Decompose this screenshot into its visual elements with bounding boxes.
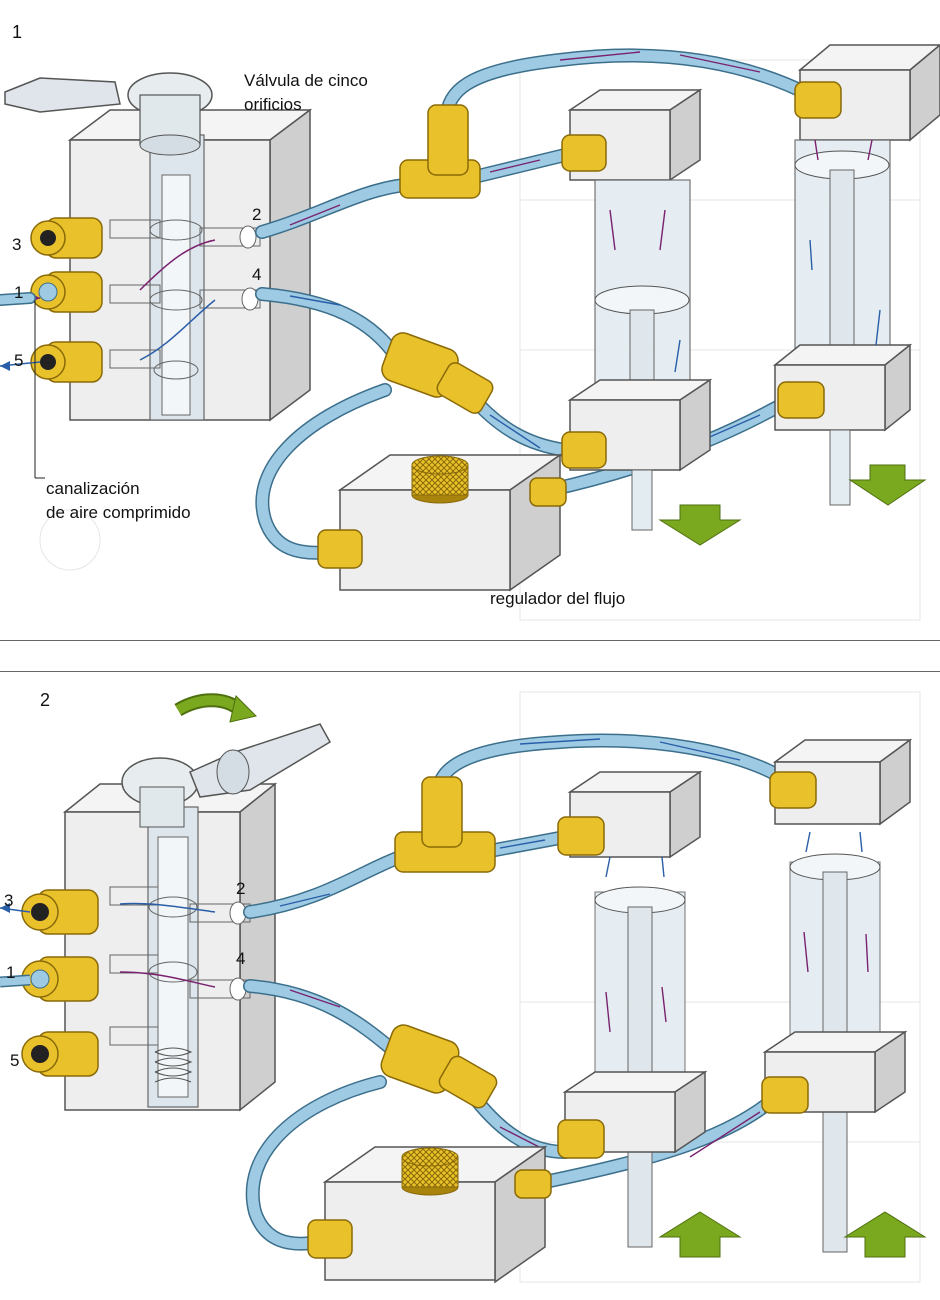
flow-regulator bbox=[307, 1145, 552, 1284]
piston-direction-arrow-down-b bbox=[848, 464, 927, 506]
lever-rotation-arrow bbox=[174, 693, 257, 723]
panel-divider bbox=[0, 640, 940, 672]
port-fitting-1 bbox=[21, 956, 99, 1002]
cylinder-a-bottom-fitting bbox=[561, 431, 607, 469]
panel-2-number: 2 bbox=[40, 690, 50, 710]
valve-lever-handle bbox=[4, 72, 213, 156]
air-line-label-line-1: canalización bbox=[46, 479, 140, 498]
five-port-valve-block bbox=[67, 108, 313, 422]
panel-2-cylinder-retract: 2 3 1 5 2 4 bbox=[0, 672, 940, 1300]
panel-1-number: 1 bbox=[12, 22, 22, 42]
label-leader-lines bbox=[34, 300, 45, 479]
cylinder-b-top-fitting bbox=[794, 81, 842, 119]
piston-direction-arrow-up-a bbox=[658, 1211, 742, 1258]
valve-internal-flow bbox=[0, 902, 216, 988]
port-fitting-3 bbox=[30, 217, 103, 259]
cylinder-b-bottom-fitting bbox=[761, 1076, 809, 1114]
outlet-label-2: 2 bbox=[252, 205, 261, 224]
outlet-label-4: 4 bbox=[252, 265, 261, 284]
port-label-1: 1 bbox=[14, 283, 23, 302]
cylinder-b-bottom-fitting bbox=[777, 381, 825, 419]
port-label-5: 5 bbox=[14, 351, 23, 370]
upper-tee-fitting bbox=[394, 776, 496, 873]
panel-1-drawing: 1 Válvula de cinco orificios 3 1 5 2 4 c… bbox=[0, 22, 940, 621]
cylinder-b-top-fitting bbox=[769, 771, 817, 809]
valve-label-line-1: Válvula de cinco bbox=[244, 71, 368, 90]
port-label-3: 3 bbox=[12, 235, 21, 254]
cylinder-a-top-fitting bbox=[557, 816, 605, 856]
port-fitting-1 bbox=[30, 271, 103, 313]
cylinder-b bbox=[772, 44, 940, 506]
outlet-label-4: 4 bbox=[236, 949, 245, 968]
piston-direction-arrow-up-b bbox=[843, 1211, 927, 1258]
cylinder-a-bottom-fitting bbox=[557, 1119, 605, 1159]
piston-direction-arrow-down-a bbox=[658, 504, 742, 546]
panel-2-drawing: 2 3 1 5 2 4 bbox=[0, 690, 927, 1284]
tube-flow-arrows bbox=[289, 51, 761, 451]
tube-flow-arrows bbox=[279, 738, 761, 1158]
air-line-label-line-2: de aire comprimido bbox=[46, 503, 191, 522]
lower-tee-fitting bbox=[380, 1024, 498, 1109]
upper-tee-fitting bbox=[399, 104, 481, 199]
port-fitting-5 bbox=[30, 341, 103, 383]
port-fitting-3 bbox=[21, 889, 99, 935]
port-label-1: 1 bbox=[6, 963, 15, 982]
flow-regulator bbox=[317, 453, 567, 592]
valve-lever-handle bbox=[121, 723, 332, 828]
lower-tee-fitting bbox=[381, 332, 494, 414]
panel-1-cylinder-extend: 1 Válvula de cinco orificios 3 1 5 2 4 c… bbox=[0, 0, 940, 640]
cylinder-a-top-fitting bbox=[561, 134, 607, 172]
port-label-3: 3 bbox=[4, 891, 13, 910]
cylinder-b bbox=[762, 738, 913, 1253]
outlet-label-2: 2 bbox=[236, 879, 245, 898]
port-label-5: 5 bbox=[10, 1051, 19, 1070]
cylinder-a bbox=[567, 88, 713, 531]
port-fitting-5 bbox=[21, 1031, 99, 1077]
valve-label-line-2: orificios bbox=[244, 95, 302, 114]
regulator-label: regulador del flujo bbox=[490, 589, 625, 608]
